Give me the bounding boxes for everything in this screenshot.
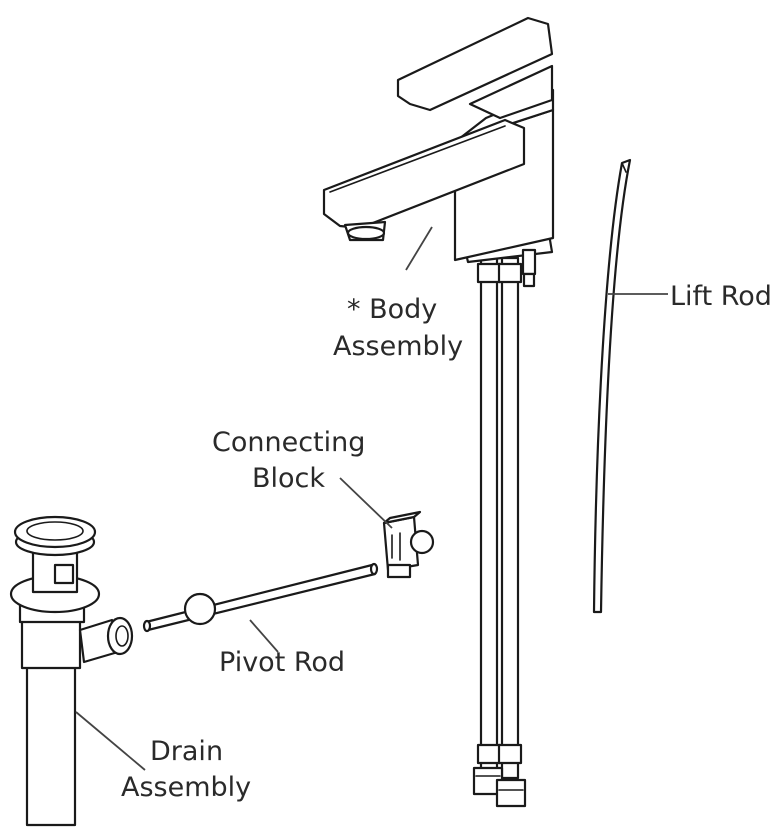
lift-rod-label: Lift Rod	[670, 281, 772, 312]
pivot-rod	[142, 562, 379, 633]
body-assembly-label-line1: * Body	[347, 294, 438, 325]
drain-assembly-label-line1: Drain	[150, 736, 224, 767]
faucet-body-assembly	[322, 16, 555, 808]
supply-hoses	[472, 256, 527, 808]
leader-connecting-block	[339, 477, 393, 529]
drain-assembly	[9, 515, 134, 827]
pivot-rod-label: Pivot Rod	[219, 647, 346, 678]
drain-assembly-label-line2: Assembly	[121, 772, 252, 803]
leader-body-assembly	[405, 226, 433, 271]
connecting-block-label-line1: Connecting	[212, 427, 366, 458]
body-assembly-label-line2: Assembly	[333, 331, 464, 362]
body-assembly-label-2: Assembly	[333, 330, 463, 363]
lift-rod	[592, 158, 632, 614]
body-assembly-label: * Body	[347, 293, 437, 326]
connecting-block-label-line2: Block	[252, 463, 326, 494]
leader-drain-assembly	[75, 711, 146, 771]
connecting-block	[382, 510, 435, 579]
leader-pivot-rod	[249, 619, 279, 653]
